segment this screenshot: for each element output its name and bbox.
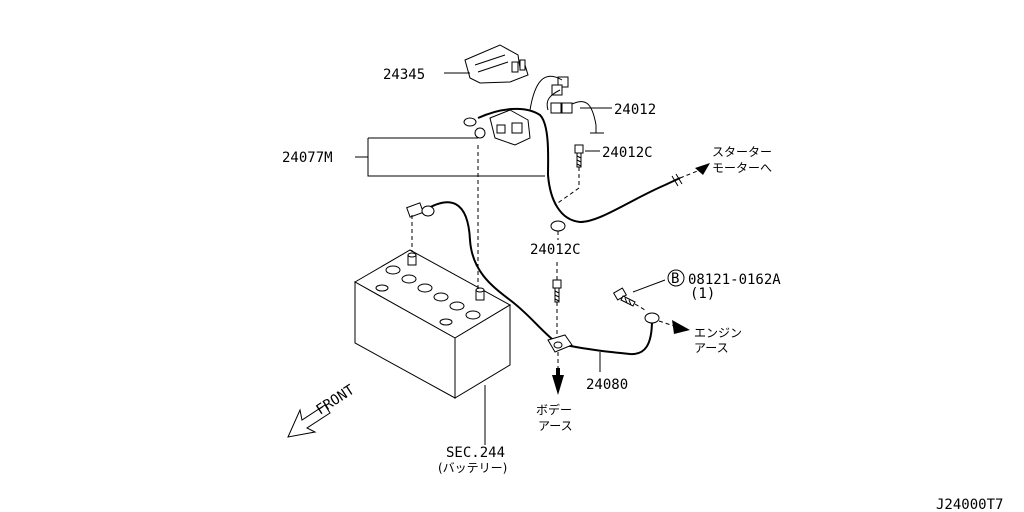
bolt-08121 xyxy=(612,287,636,307)
label-starter-1: スターター xyxy=(712,145,772,159)
label-08121-qty: (1) xyxy=(690,286,715,302)
ground-cable-24080 xyxy=(564,319,653,356)
dash-engine xyxy=(658,320,675,327)
body-arrow xyxy=(552,375,564,395)
label-body-1: ボデー xyxy=(536,402,572,417)
leader-08121 xyxy=(632,279,666,293)
label-24012c-mid: 24012C xyxy=(530,242,581,258)
starter-lead-end xyxy=(671,173,683,187)
fuse-box-cover xyxy=(464,44,529,84)
engine-arrow xyxy=(672,320,690,334)
label-starter-2: モーターへ xyxy=(712,161,772,175)
label-front: FRONT xyxy=(313,382,358,419)
main-harness xyxy=(477,107,681,224)
label-24345: 24345 xyxy=(383,67,425,83)
label-sec244: SEC.244 xyxy=(446,445,505,461)
label-24012: 24012 xyxy=(614,102,656,118)
bolt-body-ground xyxy=(552,279,562,303)
bracket-24077m xyxy=(355,137,545,177)
label-engine-2: アース xyxy=(694,341,729,355)
dash-08121 xyxy=(634,303,646,311)
label-body-2: アース xyxy=(538,419,573,433)
battery-cable xyxy=(424,201,559,345)
label-engine-1: エンジン xyxy=(694,326,742,340)
label-08121: 08121-0162A xyxy=(688,272,781,288)
harness-small-wires xyxy=(529,75,604,134)
label-24080: 24080 xyxy=(586,377,628,393)
battery-cell-caps xyxy=(385,265,481,320)
label-24077m: 24077M xyxy=(282,150,333,166)
body-arrow-stem xyxy=(556,368,560,376)
battery-terminal-clamp xyxy=(406,202,435,218)
front-arrow xyxy=(287,404,331,438)
bolt-24012c-top xyxy=(574,144,584,168)
battery-terminal-positive xyxy=(475,287,485,301)
harness-connectors xyxy=(550,76,573,114)
battery-terminal-negative xyxy=(407,252,417,266)
harness-ground-lug xyxy=(550,220,566,232)
badge-b xyxy=(667,269,685,287)
starter-dash xyxy=(679,169,701,179)
diagram-code: J24000T7 xyxy=(936,497,1003,512)
engine-ground-lug xyxy=(644,312,660,324)
label-08121-badge: B xyxy=(671,271,679,287)
dash-bolt-top-2 xyxy=(554,187,580,206)
label-sec244-sub: (バッテリー) xyxy=(438,461,507,475)
body-ground-bracket xyxy=(547,334,573,353)
positive-cable-connector-block xyxy=(463,109,531,146)
label-24012c-top: 24012C xyxy=(602,145,653,161)
starter-arrow xyxy=(695,163,710,175)
battery xyxy=(353,249,512,399)
